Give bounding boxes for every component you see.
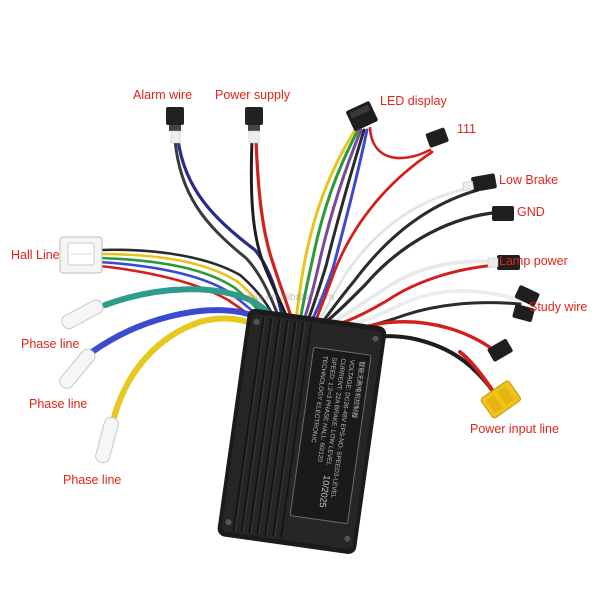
controller-date-text: 10/2025: [318, 475, 332, 509]
label-phase-line-yellow: Phase line: [63, 473, 122, 487]
controller-box: 智能无刷电机控制器 VOLTAGE: DC36-48V EPS-NO: SPEE…: [217, 308, 387, 554]
label-111: 111: [457, 122, 477, 136]
label-hall-line: Hall Line: [11, 248, 60, 262]
label-gnd: GND: [517, 205, 545, 219]
label-phase-line-green: Phase line: [21, 337, 80, 351]
label-low-brake: Low Brake: [499, 173, 559, 187]
label-alarm-wire: Alarm wire: [133, 88, 193, 102]
label-led-display: LED display: [380, 94, 447, 108]
connectors: [59, 101, 540, 464]
label-lamp-power: Lamp power: [499, 254, 568, 268]
label-phase-line-blue: Phase line: [29, 397, 88, 411]
label-power-supply: Power supply: [215, 88, 291, 102]
label-study-wire: Study wire: [529, 300, 588, 314]
watermark: szbaijia.en.alibaba.com: [230, 292, 334, 303]
label-power-input-line: Power input line: [470, 422, 559, 436]
